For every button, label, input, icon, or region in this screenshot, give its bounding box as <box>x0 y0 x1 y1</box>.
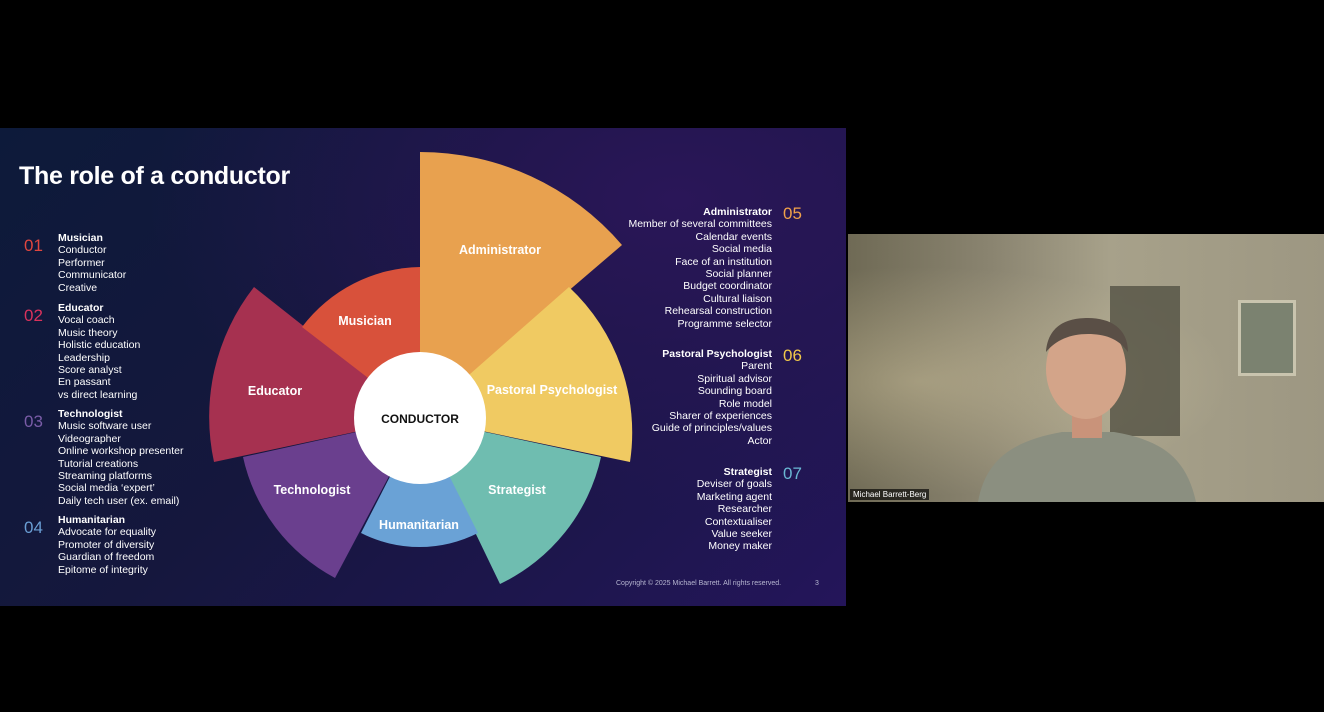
role-item: Face of an institution <box>675 255 772 268</box>
wheel-label-administrator: Administrator <box>459 243 541 257</box>
slide-copyright: Copyright © 2025 Michael Barrett. All ri… <box>616 580 782 587</box>
wheel-label-pastoral-psychologist: Pastoral Psychologist <box>487 383 618 397</box>
role-item: Social planner <box>705 268 772 281</box>
role-item: Actor <box>747 434 772 447</box>
role-item: Social media <box>711 243 772 256</box>
role-item: Parent <box>741 360 772 373</box>
role-item: Calendar events <box>695 230 772 243</box>
wheel-center-label: CONDUCTOR <box>381 412 459 426</box>
role-item: Music software user <box>58 420 152 433</box>
role-heading: Strategist <box>723 466 772 478</box>
role-item: Cultural liaison <box>703 292 772 305</box>
role-block-technologist: 03 Technologist Music software user Vide… <box>24 408 184 507</box>
role-number: 07 <box>783 464 802 483</box>
role-item: Contextualiser <box>704 515 772 528</box>
role-item: Researcher <box>717 503 772 516</box>
role-item: Online workshop presenter <box>58 445 184 458</box>
wheel-label-humanitarian: Humanitarian <box>379 518 459 532</box>
role-item: Money maker <box>708 540 772 553</box>
role-item: Streaming platforms <box>58 470 152 483</box>
role-number: 02 <box>24 306 43 325</box>
role-item: Daily tech user (ex. email) <box>58 494 180 507</box>
wheel-label-musician: Musician <box>338 314 392 328</box>
role-heading: Educator <box>58 302 104 314</box>
role-item: Sharer of experiences <box>669 410 772 423</box>
role-item: vs direct learning <box>58 388 138 401</box>
role-item: Sounding board <box>697 385 772 398</box>
role-item: Vocal coach <box>58 314 115 327</box>
conductor-role-wheel: CONDUCTOR Administrator Pastoral Psychol… <box>209 152 633 584</box>
role-item: Value seeker <box>711 528 772 541</box>
role-item: Promoter of diversity <box>58 538 155 551</box>
role-item: Communicator <box>58 269 127 282</box>
slide-title: The role of a conductor <box>19 162 290 190</box>
role-item: Conductor <box>58 244 107 257</box>
wheel-label-technologist: Technologist <box>274 483 352 497</box>
role-item: Epitome of integrity <box>58 563 148 576</box>
role-item: Rehearsal construction <box>664 305 772 318</box>
wheel-center-circle <box>354 352 486 484</box>
role-item: Creative <box>58 281 98 294</box>
role-number: 06 <box>783 346 802 365</box>
role-heading: Pastoral Psychologist <box>662 348 772 360</box>
role-item: Performer <box>58 256 105 269</box>
role-number: 04 <box>24 518 43 537</box>
presentation-slide: The role of a conductor 01 Musician Cond… <box>0 128 846 606</box>
role-heading: Technologist <box>58 408 123 420</box>
role-heading: Administrator <box>703 206 772 218</box>
role-item: Spiritual advisor <box>697 372 772 385</box>
role-block-educator: 02 Educator Vocal coach Music theory Hol… <box>24 302 141 401</box>
role-heading: Musician <box>58 232 103 244</box>
role-item: En passant <box>58 376 111 389</box>
wheel-label-educator: Educator <box>248 384 302 398</box>
video-background-picture <box>1238 300 1296 376</box>
role-item: Score analyst <box>58 364 122 377</box>
role-item: Guardian of freedom <box>58 551 155 564</box>
role-item: Videographer <box>58 432 121 445</box>
participant-avatar-figure <box>978 318 1196 502</box>
role-block-administrator: 05 Administrator Member of several commi… <box>592 204 801 330</box>
role-item: Music theory <box>58 326 118 339</box>
role-item: Programme selector <box>677 317 772 330</box>
role-item: Budget coordinator <box>683 280 772 293</box>
participant-video-tile[interactable]: Michael Barrett-Berg <box>848 234 1324 502</box>
role-item: Deviser of goals <box>696 478 772 491</box>
role-block-musician: 01 Musician Conductor Performer Communic… <box>24 232 127 294</box>
role-number: 05 <box>783 204 802 223</box>
role-number: 03 <box>24 412 43 431</box>
slide-page-number: 3 <box>815 580 819 587</box>
role-item: Advocate for equality <box>58 526 157 539</box>
wheel-label-strategist: Strategist <box>488 483 546 497</box>
role-item: Guide of principles/values <box>651 422 772 435</box>
role-block-humanitarian: 04 Humanitarian Advocate for equality Pr… <box>24 514 157 576</box>
wheel-segment-administrator <box>420 152 622 418</box>
role-item: Holistic education <box>58 339 141 352</box>
role-item: Leadership <box>58 351 110 364</box>
role-item: Marketing agent <box>696 490 772 503</box>
role-item: Social media ‘expert’ <box>58 482 155 495</box>
role-block-pastoral-psychologist: 06 Pastoral Psychologist Parent Spiritua… <box>592 346 802 447</box>
participant-name-label: Michael Barrett-Berg <box>850 489 930 500</box>
role-item: Tutorial creations <box>58 457 139 470</box>
role-number: 01 <box>24 236 43 255</box>
role-block-strategist: 07 Strategist Deviser of goals Marketing… <box>592 464 802 553</box>
role-item: Member of several committees <box>628 218 772 231</box>
role-item: Role model <box>718 397 772 410</box>
role-heading: Humanitarian <box>58 514 126 526</box>
